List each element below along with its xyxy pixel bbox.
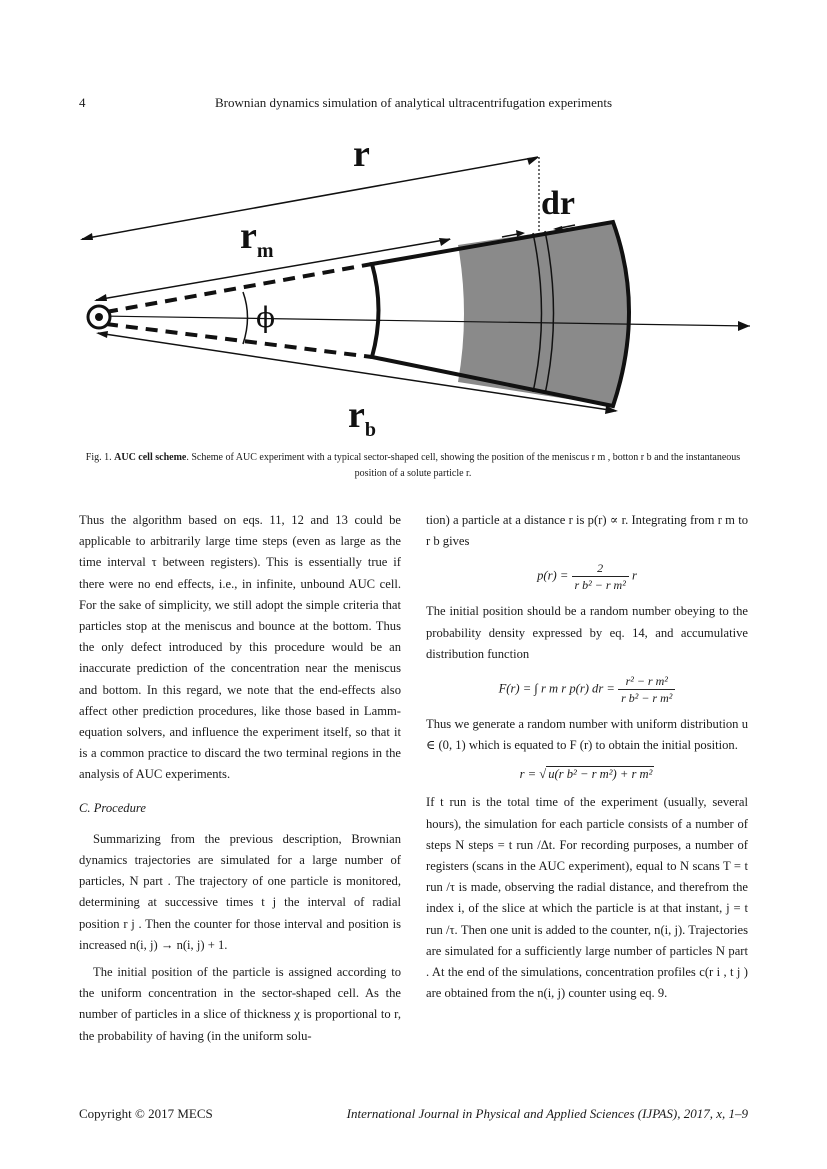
slice-line-2 xyxy=(544,230,555,395)
right-paragraph-4: If t run is the total time of the experi… xyxy=(426,795,748,1001)
label-dr: dr xyxy=(541,185,575,222)
right-paragraph-3: Thus we generate a random number with un… xyxy=(426,717,748,753)
footer-copyright: Copyright © 2017 MECS xyxy=(79,1106,213,1121)
label-rm: rm xyxy=(240,215,274,262)
rb-arrow-left-head xyxy=(96,331,108,338)
caption-text: . Scheme of AUC experiment with a typica… xyxy=(186,452,741,479)
right-column: tion) a particle at a distance r is p(r)… xyxy=(426,510,748,1004)
equation-position: r = √u(r b² − r m²) + r m² xyxy=(519,766,655,782)
figure-caption: Fig. 1. AUC cell scheme. Scheme of AUC e… xyxy=(79,450,747,482)
phi-arc xyxy=(242,291,249,345)
rb-arrow-line xyxy=(97,332,617,412)
left-column: Thus the algorithm based on eqs. 11, 12 … xyxy=(79,510,401,1047)
left-paragraph-3: The initial position of the particle is … xyxy=(79,965,401,1043)
page-number: 4 xyxy=(79,95,86,110)
r-arrow-line xyxy=(81,156,539,240)
rm-arrow-left-head xyxy=(94,294,107,301)
rm-arrow-line xyxy=(95,238,451,301)
solution-region xyxy=(458,222,629,406)
r-arrow-right-head xyxy=(527,157,539,165)
left-paragraph-2: Summarizing from the previous descriptio… xyxy=(79,831,401,952)
auc-cell-diagram: r dr rm rb ϕ xyxy=(80,133,751,440)
slice-line-1 xyxy=(532,232,543,393)
label-rb: rb xyxy=(348,394,376,440)
caption-bold: AUC cell scheme xyxy=(114,452,187,463)
right-paragraph-2: The initial position should be a random … xyxy=(426,604,748,661)
axis-arrowhead xyxy=(738,321,750,331)
dr-arrow-left-head xyxy=(516,230,525,237)
label-r: r xyxy=(353,133,370,175)
left-paragraph-1: Thus the algorithm based on eqs. 11, 12 … xyxy=(79,513,401,782)
rb-arrow-right-head xyxy=(605,406,618,414)
running-title: Brownian dynamics simulation of analytic… xyxy=(214,95,613,110)
footer-journal: International Journal in Physical and Ap… xyxy=(346,1106,748,1121)
section-heading-procedure: C. Procedure xyxy=(79,800,146,815)
rotation-center-inner xyxy=(95,313,103,321)
lower-dashed-ray xyxy=(105,322,373,359)
rm-arrow-right-head xyxy=(439,238,451,246)
caption-prefix: Fig. 1. xyxy=(85,452,112,463)
right-paragraph-1: tion) a particle at a distance r is p(r)… xyxy=(426,513,748,549)
r-arrow-left-head xyxy=(80,233,93,240)
label-phi: ϕ xyxy=(256,301,275,334)
cell-outline xyxy=(369,219,631,409)
dr-arrow-right-head xyxy=(553,226,563,232)
center-axis xyxy=(99,315,751,327)
upper-dashed-ray xyxy=(105,262,373,314)
